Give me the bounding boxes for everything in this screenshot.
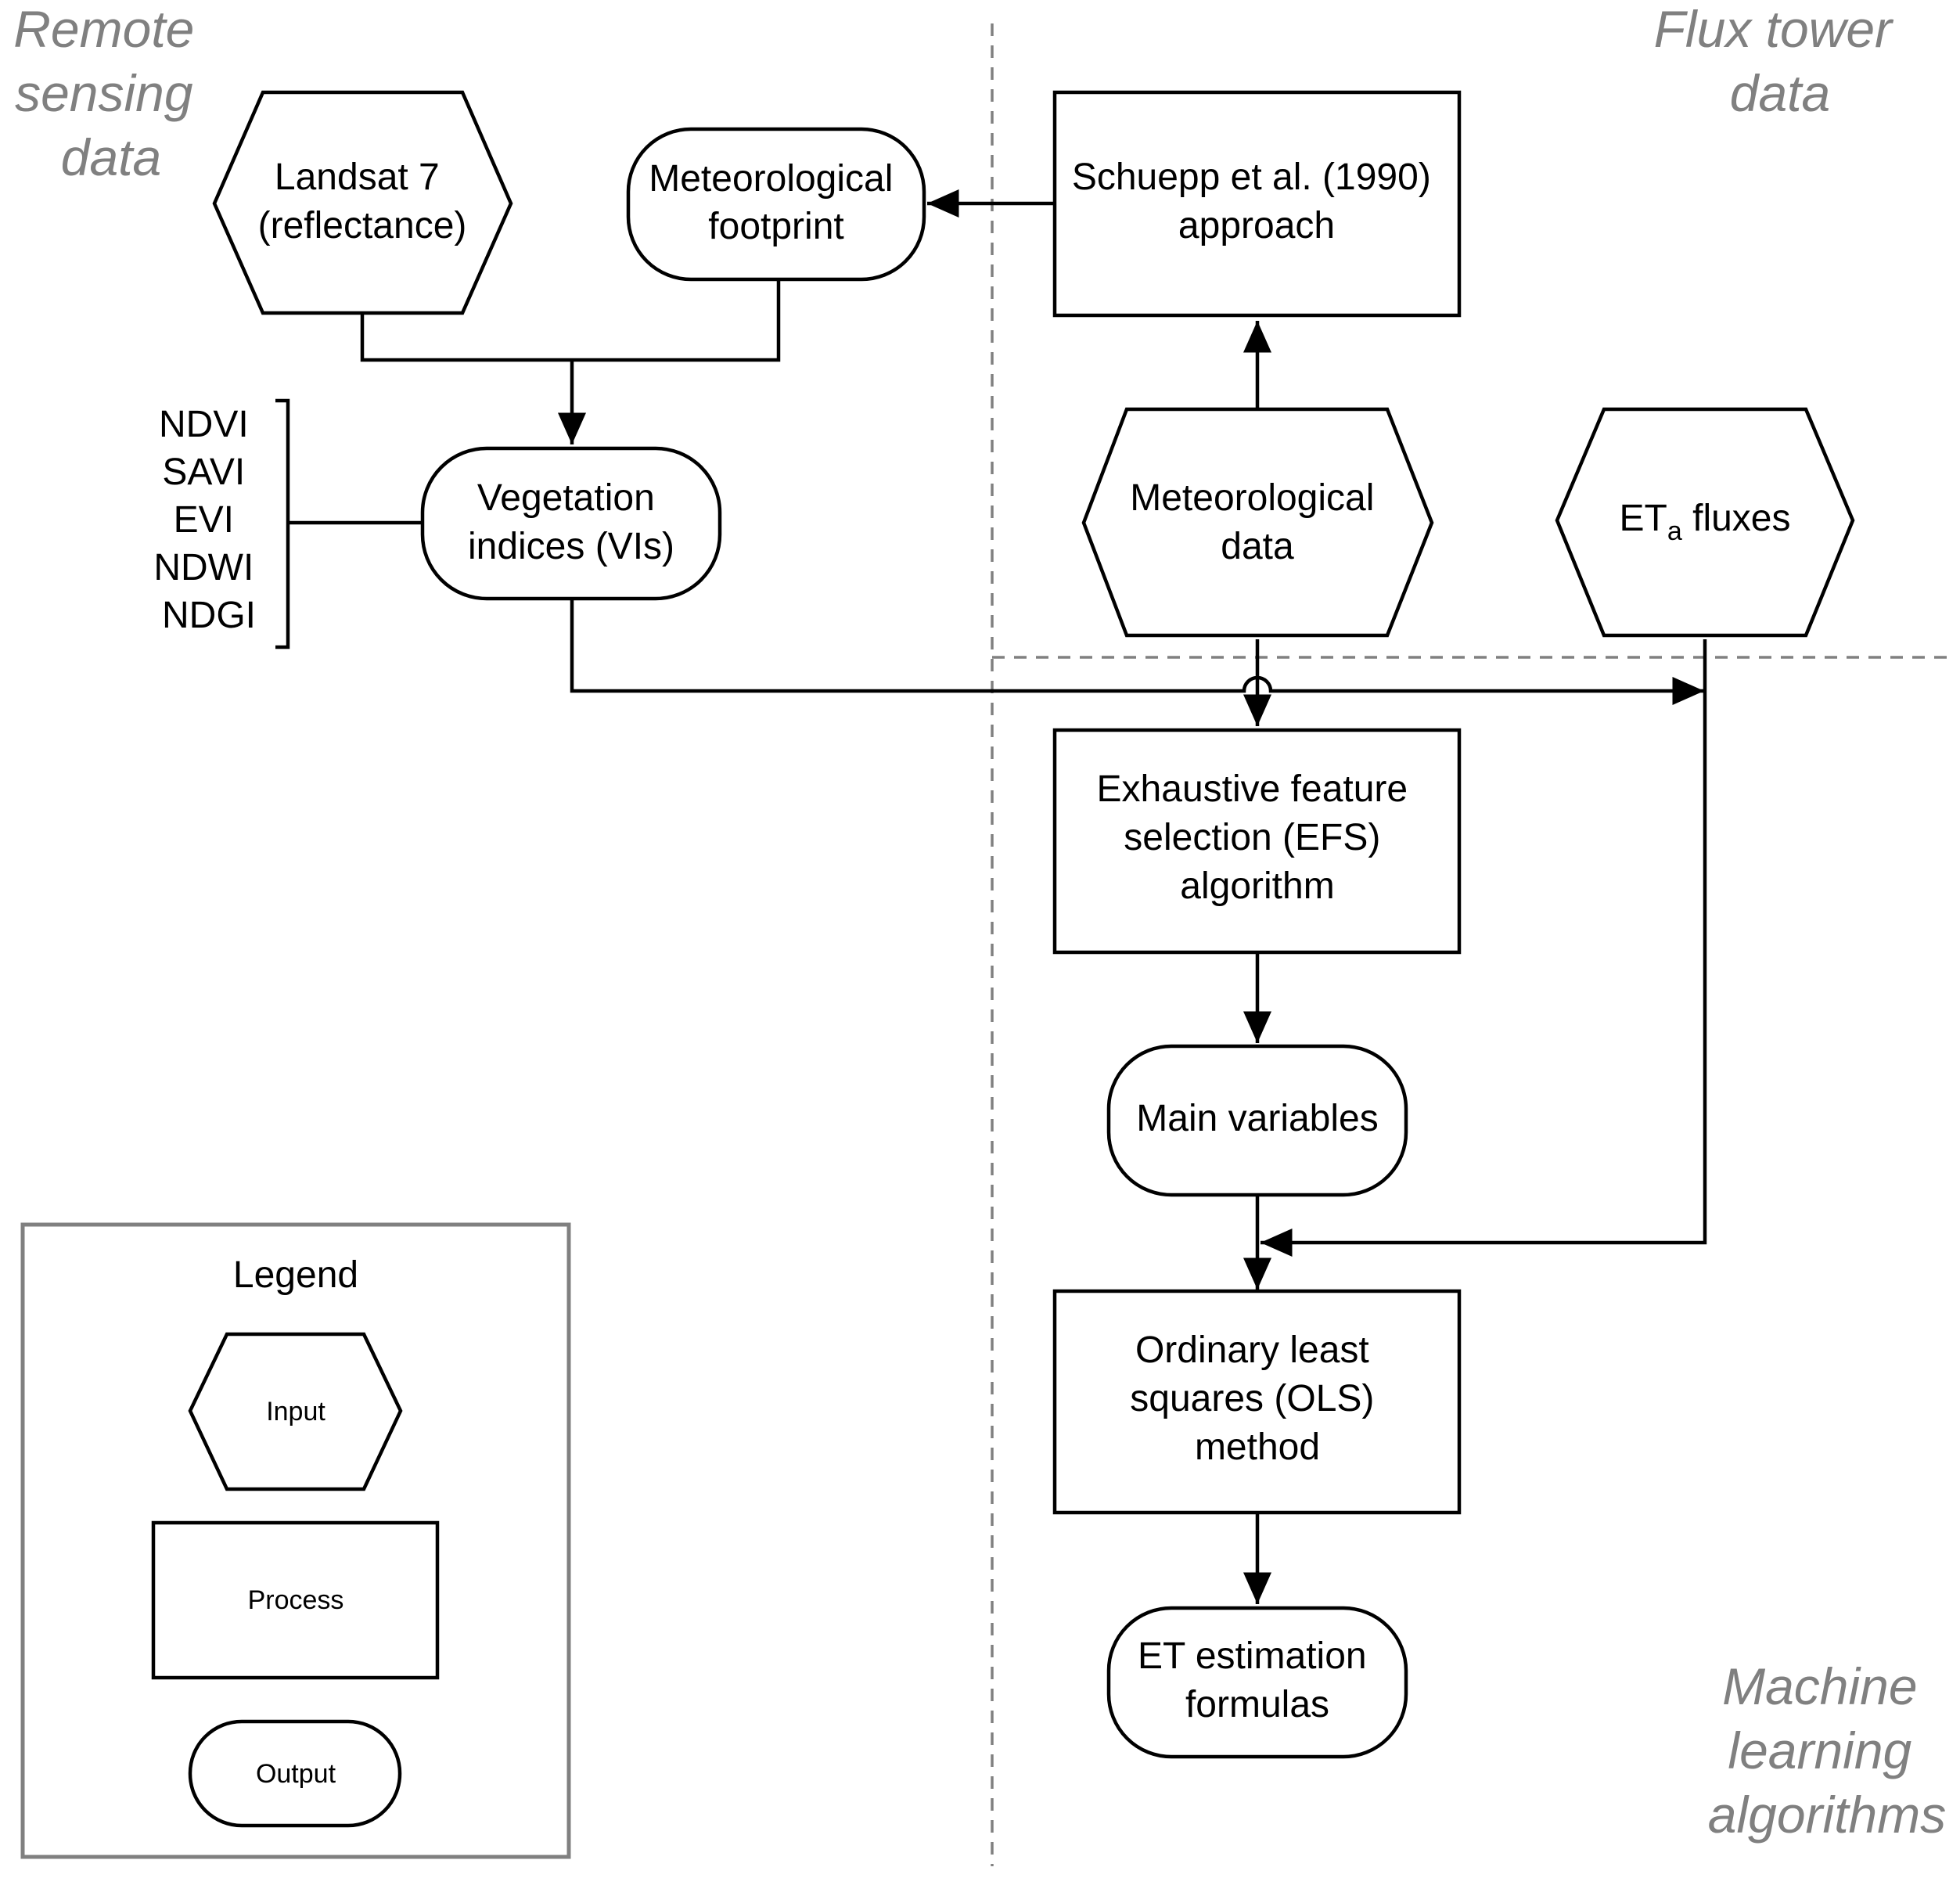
node-main-variables: Main variables xyxy=(1106,1044,1408,1197)
vi-list: NDVI SAVI EVI NDWI NDGI xyxy=(153,404,264,636)
node-landsat-7: Landsat 7 (reflectance) xyxy=(212,90,513,315)
svg-text:Input: Input xyxy=(266,1397,325,1426)
svg-text:Vegetation indices (VIs): Vegetation indices (VIs) xyxy=(468,477,674,567)
edge-footprint-to-vi xyxy=(572,279,781,362)
vi-list-bracket xyxy=(275,398,423,649)
node-et-estimation-formulas: ET estimation formulas xyxy=(1106,1606,1408,1759)
legend-item-input: Input xyxy=(188,1332,403,1491)
legend-item-output: Output xyxy=(188,1719,402,1828)
svg-text:Output: Output xyxy=(256,1759,336,1789)
node-vegetation-indices: Vegetation indices (VIs) xyxy=(420,446,722,601)
svg-text:ETa fluxes: ETa fluxes xyxy=(1620,498,1791,546)
region-label-machine-learning: Machine learning algorithms xyxy=(1708,1657,1946,1844)
svg-text:Meteorological data: Meteorological data xyxy=(1130,477,1385,567)
legend: Legend Input Process Output xyxy=(20,1222,571,1859)
node-meteorological-data: Meteorological data xyxy=(1081,407,1434,638)
svg-text:Schuepp et al. (1990) ap: Schuepp et al. (1990) approach xyxy=(1072,156,1441,246)
node-schuepp-approach: Schuepp et al. (1990) approach xyxy=(1052,90,1462,318)
svg-text:Meteorological footprint: Meteorological footprint xyxy=(649,158,904,247)
legend-title: Legend xyxy=(233,1254,358,1296)
svg-text:Process: Process xyxy=(248,1585,344,1615)
node-eta-fluxes: ETa fluxes xyxy=(1555,407,1855,638)
region-label-remote-sensing: Remote sensing data xyxy=(13,0,208,186)
legend-item-process: Process xyxy=(151,1520,440,1680)
node-meteorological-footprint: Meteorological footprint xyxy=(626,127,926,282)
svg-text:Exhaustive feature selec: Exhaustive feature selection (EFS) algor… xyxy=(1097,768,1419,907)
node-efs-algorithm: Exhaustive feature selection (EFS) algor… xyxy=(1052,728,1462,955)
edge-landsat-to-vi xyxy=(360,313,572,362)
svg-text:ET estimation formulas: ET estimation formulas xyxy=(1138,1635,1377,1725)
svg-text:Landsat 7 (reflectance): Landsat 7 (reflectance) xyxy=(258,156,467,246)
node-ols-method: Ordinary least squares (OLS) method xyxy=(1052,1289,1462,1515)
region-label-flux-tower: Flux tower data xyxy=(1654,0,1907,122)
svg-text:Main variables: Main variables xyxy=(1136,1098,1378,1139)
arrow-eta-to-ols-join xyxy=(1261,639,1707,1257)
svg-text:Ordinary least squares (: Ordinary least squares (OLS) method xyxy=(1130,1329,1384,1468)
